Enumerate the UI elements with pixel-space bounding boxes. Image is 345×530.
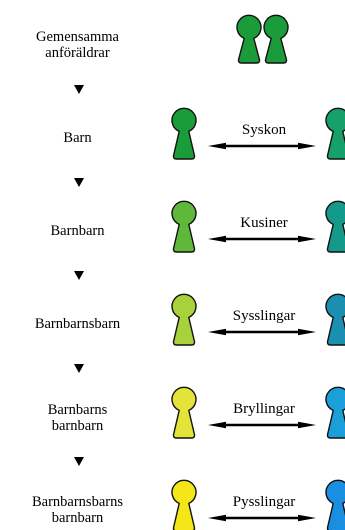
double-arrow-icon — [208, 421, 316, 429]
generation-label-line: Gemensamma — [36, 29, 119, 45]
generation-label-line: barnbarn — [51, 418, 104, 434]
double-arrow-icon — [208, 142, 316, 150]
person-token-icon — [171, 200, 197, 253]
person-token-icon — [236, 14, 262, 64]
relation-label-cousins: Kusiner — [240, 215, 288, 231]
generation-label-great-great-grandchildren: Barnbarns barnbarn — [0, 402, 155, 434]
down-triangle-icon — [74, 178, 84, 187]
relation-label-siblings: Syskon — [241, 122, 287, 138]
generation-label-line: Barn — [63, 130, 92, 146]
generation-label-great-great-great-grandchildren: Barnbarnsbarns barnbarn — [0, 494, 155, 526]
double-arrow-icon — [208, 514, 316, 522]
down-triangle-icon — [74, 364, 84, 373]
person-token-icon — [325, 293, 345, 346]
person-token-icon — [171, 107, 197, 160]
generation-label-line: Barnbarn — [50, 223, 105, 239]
relation-label-third-cousins: Bryllingar — [233, 401, 295, 417]
down-triangle-icon — [74, 271, 84, 280]
generation-label-line: barnbarn — [51, 510, 104, 526]
generation-label-line: anföräldrar — [45, 45, 110, 61]
person-token-icon — [325, 107, 345, 160]
person-token-icon — [325, 200, 345, 253]
relation-label-second-cousins: Sysslingar — [232, 308, 296, 324]
person-token-icon — [263, 14, 289, 64]
person-token-icon — [171, 386, 197, 439]
generation-label-line: Barnbarnsbarns — [31, 494, 123, 510]
generation-label-great-grandchildren: Barnbarnsbarn — [0, 316, 155, 332]
generation-label-ancestors: Gemensamma anföräldrar — [0, 29, 155, 61]
person-token-icon — [171, 293, 197, 346]
double-arrow-icon — [208, 235, 316, 243]
down-triangle-icon — [74, 85, 84, 94]
relation-label-fourth-cousins: Pysslingar — [232, 494, 296, 510]
generation-label-children: Barn — [0, 130, 155, 146]
generation-label-grandchildren: Barnbarn — [0, 223, 155, 239]
generation-label-line: Barnbarnsbarn — [34, 316, 121, 332]
person-token-icon — [171, 479, 197, 530]
double-arrow-icon — [208, 328, 316, 336]
generation-label-line: Barnbarns — [47, 402, 108, 418]
down-triangle-icon — [74, 457, 84, 466]
person-token-icon — [325, 479, 345, 530]
person-token-icon — [325, 386, 345, 439]
